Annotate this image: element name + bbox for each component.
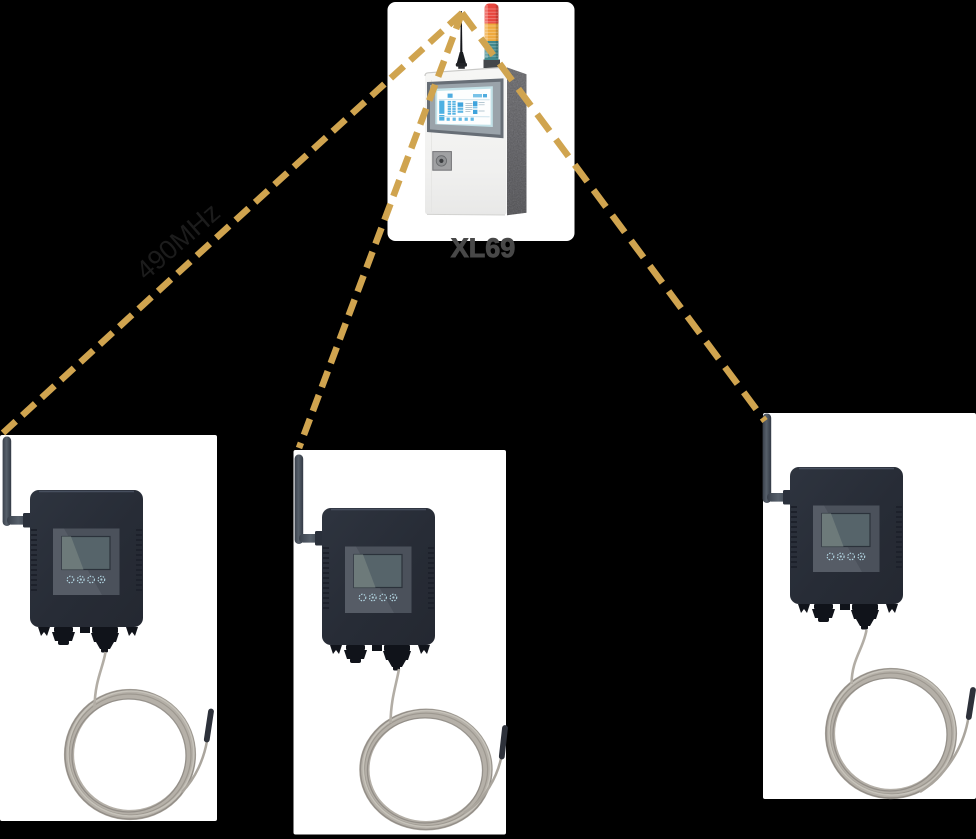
svg-text:XL69: XL69: [451, 233, 516, 263]
